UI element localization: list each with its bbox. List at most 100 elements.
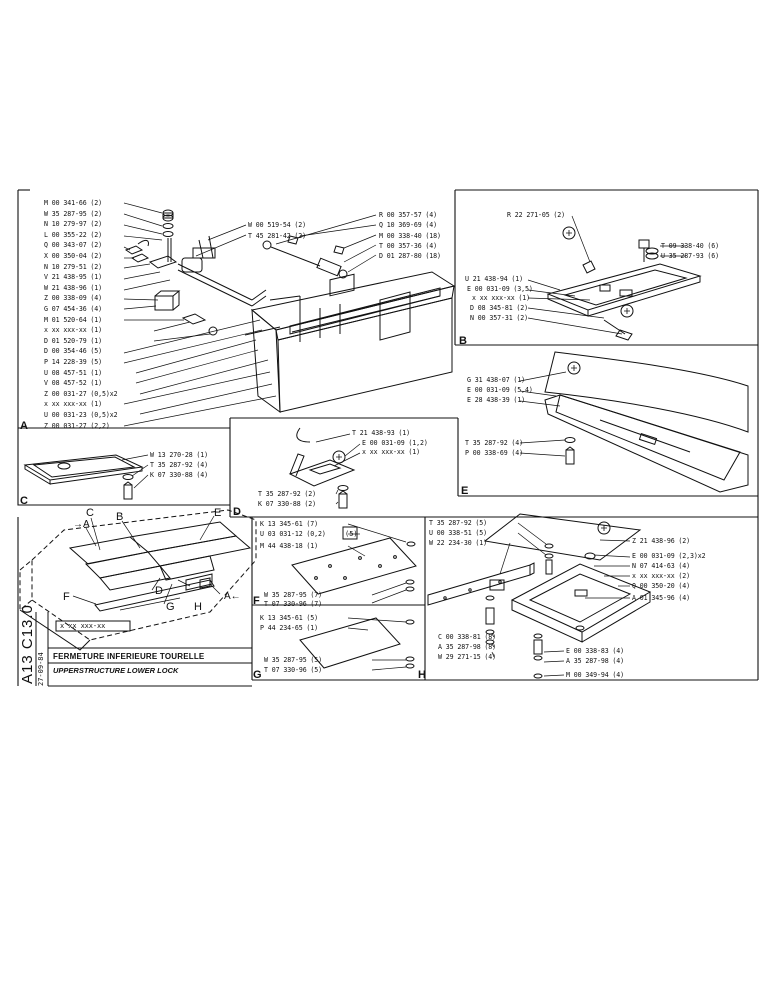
part-callout: T 35 287-92 (2): [258, 490, 317, 498]
part-callout: K 13 345-61 (7): [260, 520, 319, 528]
section-e-leaders: [519, 371, 567, 457]
part-callout: K 13 345-61 (5): [260, 614, 319, 622]
section-g-plate: [299, 617, 415, 669]
overview-letter-e: E: [214, 507, 222, 519]
section-b-leaders: [527, 215, 686, 335]
overview-letter-g: G: [166, 601, 175, 613]
sheet-code: A13 C13.0: [19, 604, 36, 684]
part-callout: T 45 281-42 (2): [248, 231, 307, 240]
part-callout: V 08 457-52 (1): [44, 379, 103, 388]
part-callout: T 35 287-92 (4): [150, 461, 209, 469]
section-g-leaders: [347, 617, 407, 671]
part-callout: N 10 279-51 (2): [44, 262, 103, 271]
part-callout: Q 00 350-20 (4): [632, 582, 691, 590]
part-callout: x xx xxx-xx (1): [362, 448, 421, 456]
overview-letter-a-top: →A: [73, 519, 90, 530]
part-callout: U 03 031-12 (0,2): [260, 530, 326, 538]
part-callout: U 08 457-51 (1): [44, 368, 103, 377]
sheet-ref-box: x xx xxx-xx: [60, 622, 106, 630]
part-callout: P 00 338-69 (4): [465, 449, 524, 457]
overview-leaders: [72, 515, 221, 605]
part-callout: N 10 279-97 (2): [44, 220, 103, 229]
section-d-leaders: [315, 433, 361, 505]
overview-letter-c: C: [86, 507, 94, 519]
part-callout: M 01 520-64 (1): [44, 315, 103, 324]
part-callout: T 07 330-96 (5): [264, 666, 323, 674]
part-callout: T 00 357-36 (4): [379, 241, 438, 250]
section-a-gas-strut: [262, 235, 348, 279]
part-callout: W 35 287-95 (7): [264, 591, 323, 599]
sheet-date: 27-09-84: [37, 652, 45, 686]
part-callout: E 00 031-09 (5,4): [467, 386, 533, 394]
part-callout: L 00 355-22 (2): [44, 230, 103, 239]
overview-letter-d: D: [155, 585, 163, 597]
part-callout: G 07 454-36 (4): [44, 305, 103, 313]
part-callout: R 00 357-57 (4): [379, 211, 438, 219]
part-callout: E 28 438-39 (1): [467, 396, 526, 404]
section-a-lower-cover-panel: [244, 271, 456, 414]
part-callout: N 07 414-63 (4): [632, 562, 691, 570]
overview-letter-h: H: [194, 601, 202, 613]
part-callout: K 07 330-88 (2): [258, 500, 317, 508]
part-callout: T 09 338-40 (6): [661, 242, 720, 250]
part-callout: M 00 338-40 (18): [379, 231, 441, 240]
part-callout: T 21 438-93 (1): [352, 429, 411, 437]
section-letter-a: A: [20, 420, 28, 432]
section-letter-d: D: [233, 506, 241, 518]
part-callout: Z 21 438-96 (2): [632, 537, 691, 545]
part-callout: W 13 270-28 (1): [150, 451, 209, 459]
part-callout: Z 00 031-27 (2,2): [44, 421, 110, 430]
part-callout: U 00 338-51 (5): [429, 529, 488, 537]
part-callout: W 35 287-95 (2): [44, 209, 103, 218]
part-callout: W 21 438-96 (1): [44, 283, 103, 292]
section-letter-b: B: [459, 335, 467, 347]
part-callout: C 00 338-81 (8): [438, 633, 497, 641]
part-callout: Z 00 031-27 (0,5)x2: [44, 389, 118, 398]
part-callout: W 29 271-15 (4): [438, 653, 497, 661]
section-b-lock-plate: [546, 226, 702, 341]
part-callout: P 44 234-65 (1): [260, 624, 319, 632]
part-callout: U 21 438-94 (1): [465, 275, 524, 283]
part-callout: A 35 287-98 (4): [566, 657, 625, 665]
part-callout: T 35 287-92 (5): [429, 519, 488, 527]
part-callout: R 22 271-05 (2): [507, 211, 566, 219]
section-f-leaders: [347, 523, 407, 604]
section-d-bracket: [288, 427, 356, 509]
part-callout: P 14 228-39 (5): [44, 358, 103, 366]
title-block: [17, 610, 252, 687]
section-c-plate: [23, 454, 144, 500]
part-callout: Q 00 343-07 (2): [44, 241, 103, 250]
part-callout: N 00 357-31 (2): [470, 314, 529, 322]
overview-letter-b: B: [116, 511, 124, 523]
part-callout: K 07 330-88 (4): [150, 471, 209, 479]
part-callout: T 35 287-92 (4): [465, 439, 524, 447]
part-callout: D 08 345-81 (2): [470, 304, 529, 312]
part-callout: x xx xxx-xx (1): [44, 326, 103, 335]
section-h-leaders: [491, 522, 631, 677]
part-callout: Z 00 338-09 (4): [44, 294, 103, 303]
part-callout: E 00 031-09 (2,3)x2: [632, 552, 706, 560]
section-letter-f: F: [253, 595, 260, 607]
section-frame: [17, 189, 759, 686]
part-callout: E 00 031-09 (1,2): [362, 439, 428, 447]
section-letter-g: G: [253, 669, 262, 681]
section-letter-e: E: [461, 485, 469, 497]
part-callout: M 00 349-94 (4): [566, 671, 625, 679]
section-letter-h: H: [418, 669, 426, 681]
part-callout: X 00 350-04 (2): [44, 252, 103, 260]
part-callout: A 35 287-98 (8): [438, 643, 497, 651]
section-e-cover-tray: [544, 351, 749, 493]
part-callout: D 01 287-80 (18): [379, 252, 441, 261]
part-callout: M 00 341-66 (2): [44, 199, 103, 207]
section-a-hardware: [124, 209, 267, 336]
part-callout: Q 10 369-69 (4): [379, 221, 438, 230]
part-callout: D 00 354-46 (5): [44, 347, 103, 356]
part-callout: D 01 520-79 (1): [44, 336, 103, 345]
sheet-title-fr: FERMETURE INFERIEURE TOURELLE: [53, 652, 205, 661]
part-callout: T 07 330-96 (7): [264, 600, 323, 608]
part-callout: E 00 031-09 (3,5): [467, 285, 533, 293]
part-callout: M 44 438-18 (1): [260, 542, 319, 550]
part-callout: V 21 438-95 (1): [44, 273, 103, 282]
part-callout: A 01 345-96 (4): [632, 594, 691, 602]
